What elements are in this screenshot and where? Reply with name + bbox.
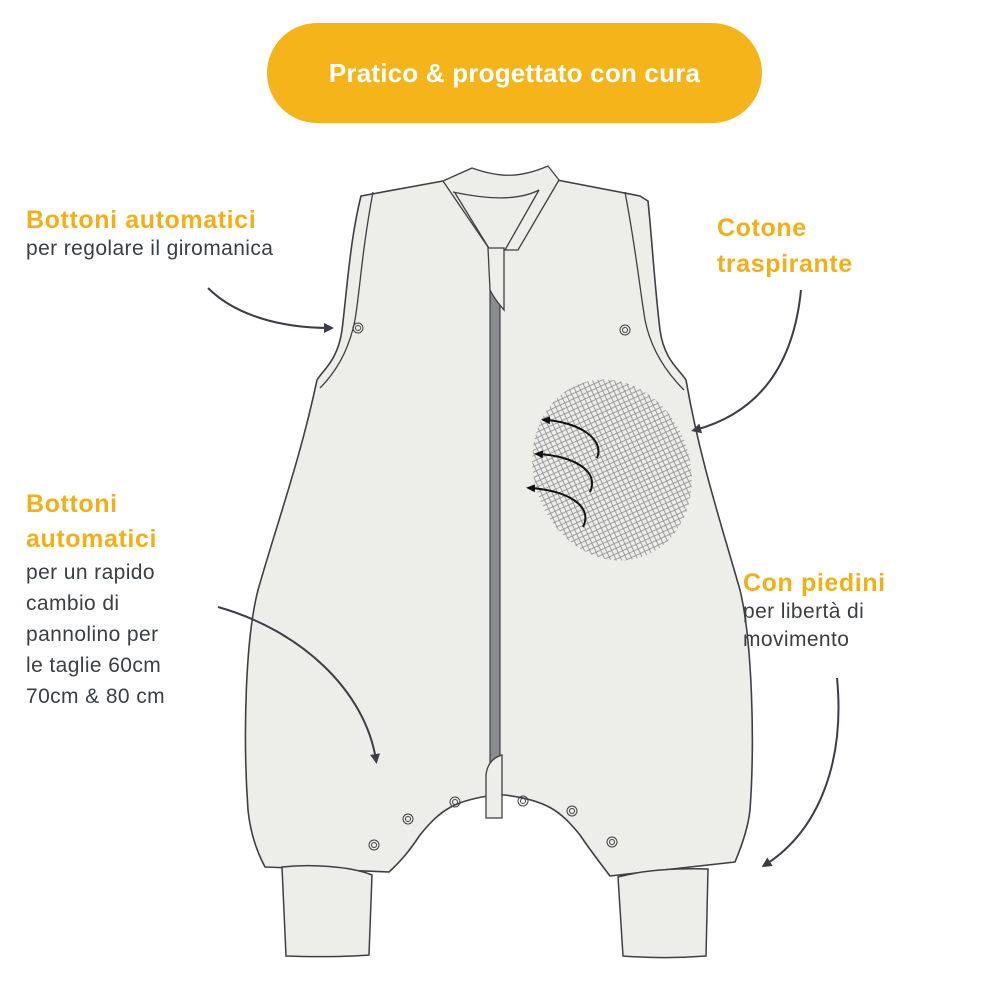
- callout-title-line: Cotone: [717, 214, 807, 242]
- callout-desc-line: movimento: [743, 628, 850, 651]
- zipper: [489, 289, 501, 781]
- airflow-icon: [526, 416, 600, 528]
- callout-title: Con piedini: [743, 569, 886, 597]
- callout-desc-line: 70cm & 80 cm: [26, 685, 166, 708]
- callout-desc-line: cambio di: [26, 592, 120, 615]
- callout-desc-line: per un rapido: [26, 561, 155, 584]
- callout-desc-line: le taglie 60cm: [26, 654, 162, 677]
- callout-title-line: traspirante: [717, 250, 853, 278]
- callout-armhole-snaps: Bottoni automatici per regolare il girom…: [26, 205, 273, 263]
- callout-desc-line: pannolino per: [26, 623, 159, 646]
- callout-arrows: [207, 287, 840, 868]
- callout-feet: Con piedini per libertà di movimento: [743, 568, 886, 654]
- feet: [281, 864, 709, 959]
- zipper-top-flap: [487, 247, 505, 312]
- callout-title: Bottoni automatici: [26, 206, 257, 234]
- callout-diaper-snaps: Bottoni automatici per un rapido cambio …: [26, 487, 165, 712]
- callout-title-line: Bottoni: [26, 490, 118, 518]
- banner-title: Pratico & progettato con cura: [328, 57, 701, 88]
- snap-buttons: [352, 322, 631, 851]
- zipper-bottom-flap: [485, 754, 503, 819]
- callout-cotton: Cotone traspirante: [717, 210, 853, 282]
- header-banner: Pratico & progettato con cura: [267, 23, 762, 123]
- callout-desc: per regolare il giromanica: [26, 237, 274, 260]
- callout-title-line: automatici: [26, 525, 158, 553]
- callout-desc-line: per libertà di: [743, 600, 865, 623]
